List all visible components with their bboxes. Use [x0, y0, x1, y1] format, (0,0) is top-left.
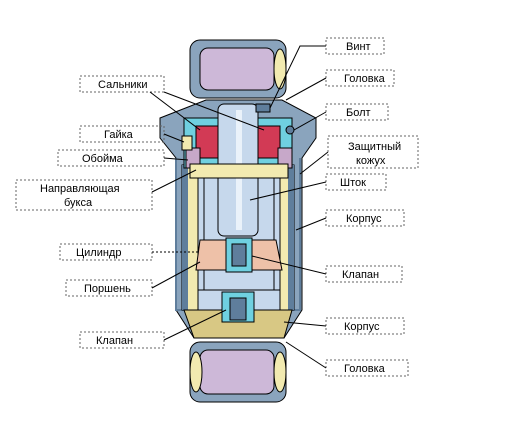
label-bolt: Болт — [293, 103, 389, 131]
bolt — [285, 125, 295, 135]
label-zashch: Защитный кожух — [299, 135, 419, 175]
bottom-eye-right-end — [273, 351, 287, 393]
top-mounting-eye — [189, 39, 287, 99]
label-bolt-text: Болт — [346, 107, 371, 119]
label-golovka-top-text: Головка — [344, 73, 386, 85]
label-salniki: Сальники — [79, 75, 265, 131]
guide-bushing — [189, 163, 289, 179]
label-golovka-bottom: Головка — [285, 341, 409, 377]
seal-right — [257, 125, 281, 159]
lower-valve-core — [229, 297, 247, 321]
label-vint-text: Винт — [346, 41, 371, 53]
label-gaika: Гайка — [79, 125, 185, 143]
label-korpus-right-text: Корпус — [346, 213, 382, 225]
label-golovka-bottom-text: Головка — [344, 363, 386, 375]
label-cilindr-text: Цилиндр — [76, 247, 121, 259]
label-korpus-lower: Корпус — [283, 317, 405, 335]
reservoir-dark-right — [288, 165, 294, 310]
label-shtok-text: Шток — [340, 177, 366, 189]
label-shtok: Шток — [249, 173, 387, 201]
top-eye-bolt-end — [273, 48, 287, 90]
label-oboima-text: Обойма — [82, 153, 124, 165]
reservoir-dark-left — [182, 165, 188, 310]
label-gaika-text: Гайка — [104, 129, 134, 141]
label-klapan-right-text: Клапан — [342, 269, 379, 281]
bottom-eye-left-end — [189, 351, 203, 393]
label-cilindr: Цилиндр — [59, 243, 198, 261]
label-salniki-text: Сальники — [98, 79, 148, 91]
top-eye-bushing — [199, 47, 275, 91]
piston-valve-core — [231, 243, 247, 267]
label-napravl-text-1: Направляющая — [40, 183, 120, 195]
label-porshen: Поршень — [65, 261, 201, 297]
label-klapan-left: Клапан — [79, 309, 227, 349]
screw — [255, 103, 271, 113]
label-napravl: Направляющая букса — [15, 169, 197, 211]
label-klapan-right: Клапан — [251, 255, 403, 283]
label-golovka-top: Головка — [285, 69, 395, 101]
label-zashch-text-1: Защитный — [348, 141, 401, 153]
label-zashch-text-2: кожух — [356, 155, 386, 167]
label-korpus-lower-text: Корпус — [344, 321, 380, 333]
label-porshen-text: Поршень — [84, 283, 131, 295]
label-klapan-left-text: Клапан — [96, 335, 133, 347]
bottom-mounting-eye — [189, 341, 287, 403]
label-napravl-text-2: букса — [64, 197, 93, 209]
label-vint: Винт — [269, 37, 385, 109]
bottom-eye-bushing — [199, 349, 275, 395]
nut — [181, 135, 193, 151]
label-oboima: Обойма — [57, 149, 189, 167]
label-korpus-right: Корпус — [295, 209, 405, 231]
